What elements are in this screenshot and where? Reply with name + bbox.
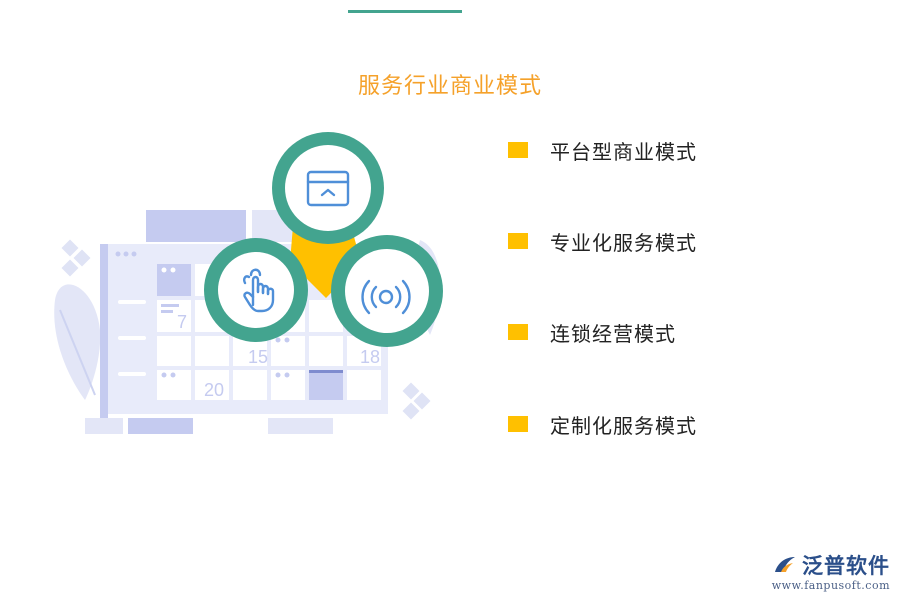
bullet-square <box>508 233 528 249</box>
bullet-square <box>508 142 528 158</box>
wireless-signal-icon <box>361 279 411 315</box>
bullet-square <box>508 324 528 340</box>
top-divider <box>348 10 462 13</box>
legend-label: 平台型商业模式 <box>550 139 697 164</box>
legend-label: 专业化服务模式 <box>550 230 697 255</box>
legend-item-platform: 平台型商业模式 <box>508 135 697 165</box>
legend-item-custom: 定制化服务模式 <box>508 409 697 439</box>
calendar-day-18: 18 <box>360 347 380 367</box>
logo-mark-icon <box>775 557 795 572</box>
calendar-day-15: 15 <box>248 347 268 367</box>
page-title: 服务行业商业模式 <box>357 74 542 99</box>
calendar-day-7: 7 <box>177 312 187 332</box>
calendar-day-20: 20 <box>204 380 224 400</box>
legend-label: 连锁经营模式 <box>550 321 676 346</box>
legend-label: 定制化服务模式 <box>550 413 697 438</box>
window-icon <box>306 170 350 207</box>
bullet-square <box>508 416 528 432</box>
three-ring-diagram <box>204 132 443 347</box>
brand-logo: 泛普软件 www.fanpusoft.com <box>772 550 890 592</box>
logo-name: 泛普软件 <box>802 554 890 578</box>
legend-item-chain: 连锁经营模式 <box>508 317 676 347</box>
logo-url: www.fanpusoft.com <box>771 579 890 592</box>
legend-item-specialized: 专业化服务模式 <box>508 226 697 256</box>
touch-hand-icon <box>243 268 275 313</box>
